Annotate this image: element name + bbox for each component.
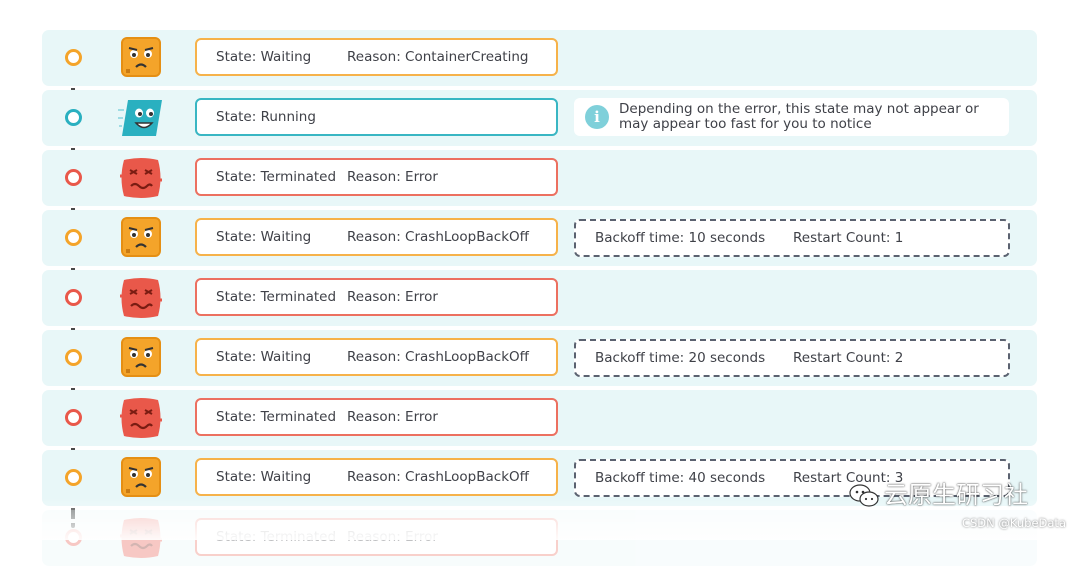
restart-count: Restart Count: 1	[793, 230, 904, 246]
reason-label: Reason: CrashLoopBackOff	[347, 229, 529, 245]
state-label: State: Terminated	[216, 289, 337, 305]
watermark: 云原生研习社	[848, 478, 1028, 512]
reason-label: Reason: Error	[347, 169, 438, 185]
timeline-node-running	[65, 109, 82, 126]
state-row: State: Terminated Reason: Error	[42, 510, 1037, 566]
wechat-icon	[848, 482, 880, 510]
timeline-node-terminated	[65, 169, 82, 186]
reason-label: Reason: Error	[347, 529, 438, 545]
state-box: State: Terminated Reason: Error	[195, 158, 558, 196]
state-row: State: Running i Depending on the error, t…	[42, 90, 1037, 146]
state-box: State: Terminated Reason: Error	[195, 518, 558, 556]
state-label: State: Waiting	[216, 349, 312, 365]
state-row: State: Terminated Reason: Error	[42, 150, 1037, 206]
state-row: State: Waiting Reason: ContainerCreating	[42, 30, 1037, 86]
info-icon: i	[585, 105, 609, 129]
state-box: State: Terminated Reason: Error	[195, 278, 558, 316]
reason-label: Reason: CrashLoopBackOff	[347, 469, 529, 485]
worried-face-icon	[118, 336, 164, 380]
reason-label: Reason: Error	[347, 289, 438, 305]
credit-text: CSDN @KubeData	[961, 516, 1066, 530]
state-row: State: Waiting Reason: CrashLoopBackOff Ba…	[42, 450, 1037, 506]
info-text: Depending on the error, this state may n…	[619, 101, 979, 132]
state-box: State: Waiting Reason: CrashLoopBackOff	[195, 218, 558, 256]
backoff-box: Backoff time: 10 seconds Restart Count: 1	[574, 219, 1010, 257]
reason-label: Reason: Error	[347, 409, 438, 425]
timeline-node-waiting	[65, 349, 82, 366]
timeline-node-terminated	[65, 409, 82, 426]
state-row: State: Waiting Reason: CrashLoopBackOff Ba…	[42, 330, 1037, 386]
state-box: State: Waiting Reason: CrashLoopBackOff	[195, 338, 558, 376]
restart-count: Restart Count: 3	[793, 470, 904, 486]
backoff-time: Backoff time: 20 seconds	[595, 350, 766, 366]
worried-face-icon	[118, 36, 164, 80]
state-label: State: Terminated	[216, 169, 337, 185]
state-box: State: Running	[195, 98, 558, 136]
worried-face-icon	[118, 456, 164, 500]
worried-face-icon	[118, 216, 164, 260]
angry-face-icon	[118, 156, 164, 200]
state-box: State: Waiting Reason: CrashLoopBackOff	[195, 458, 558, 496]
state-box: State: Waiting Reason: ContainerCreating	[195, 38, 558, 76]
state-box: State: Terminated Reason: Error	[195, 398, 558, 436]
state-label: State: Waiting	[216, 469, 312, 485]
state-label: State: Terminated	[216, 529, 337, 545]
timeline-node-waiting	[65, 469, 82, 486]
timeline-node-waiting	[65, 49, 82, 66]
state-row: State: Terminated Reason: Error	[42, 270, 1037, 326]
watermark-text: 云原生研习社	[884, 481, 1028, 509]
reason-label: Reason: ContainerCreating	[347, 49, 529, 65]
state-label: State: Terminated	[216, 409, 337, 425]
state-label: State: Waiting	[216, 49, 312, 65]
state-row: State: Terminated Reason: Error	[42, 390, 1037, 446]
timeline-node-waiting	[65, 229, 82, 246]
info-note: i Depending on the error, this state may …	[574, 98, 1009, 136]
backoff-time: Backoff time: 10 seconds	[595, 230, 766, 246]
state-label: State: Waiting	[216, 229, 312, 245]
angry-face-icon	[118, 396, 164, 440]
backoff-box: Backoff time: 20 seconds Restart Count: 2	[574, 339, 1010, 377]
state-label: State: Running	[216, 109, 316, 125]
backoff-time: Backoff time: 40 seconds	[595, 470, 766, 486]
angry-face-icon	[118, 516, 164, 560]
reason-label: Reason: CrashLoopBackOff	[347, 349, 529, 365]
backoff-box: Backoff time: 40 seconds Restart Count: 3	[574, 459, 1010, 497]
angry-face-icon	[118, 276, 164, 320]
timeline-node-terminated	[65, 529, 82, 546]
timeline-node-terminated	[65, 289, 82, 306]
state-row: State: Waiting Reason: CrashLoopBackOff Ba…	[42, 210, 1037, 266]
smiling-face-icon	[118, 96, 164, 140]
restart-count: Restart Count: 2	[793, 350, 904, 366]
